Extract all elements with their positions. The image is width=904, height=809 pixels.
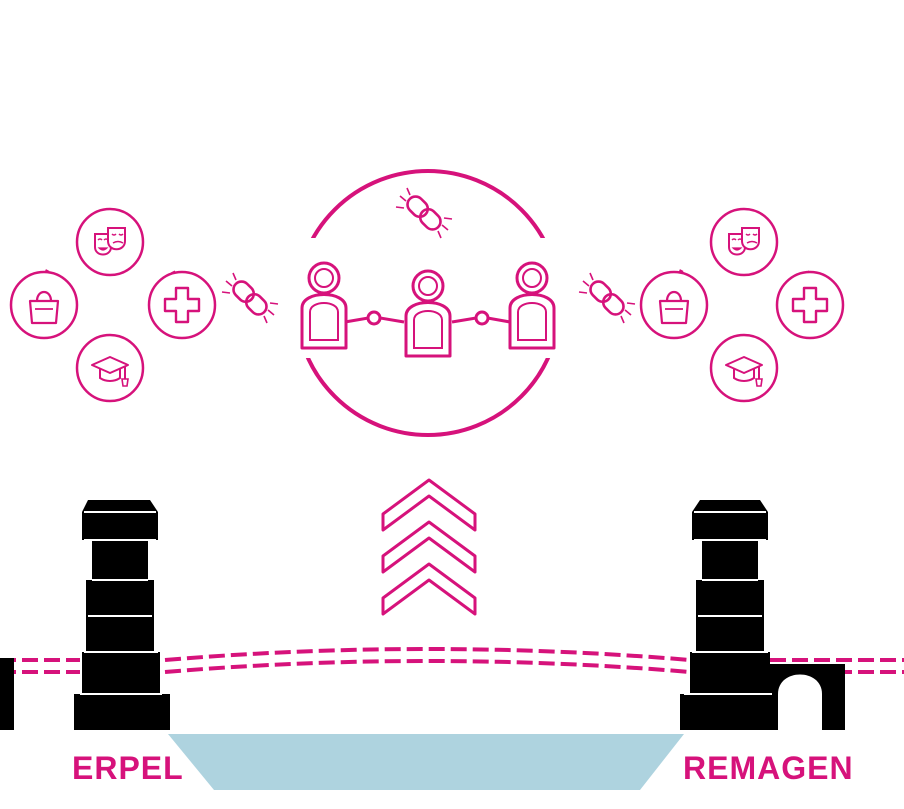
person-center-icon xyxy=(404,269,452,358)
right-bridge-tower xyxy=(680,500,845,730)
river xyxy=(168,734,684,790)
health-cross-icon xyxy=(775,270,845,340)
right-service-cluster xyxy=(639,207,845,403)
right-chain-link-icon xyxy=(577,271,637,325)
shopping-bag-icon xyxy=(9,270,79,340)
graduation-cap-icon xyxy=(75,333,145,403)
left-town-label: ERPEL xyxy=(72,750,184,786)
left-bridge-tower xyxy=(0,500,170,730)
top-chain-link-icon xyxy=(394,186,454,240)
graduation-cap-icon xyxy=(709,333,779,403)
person-left-icon xyxy=(300,261,348,350)
person-right-icon xyxy=(508,261,556,350)
left-chain-link-icon xyxy=(220,271,280,325)
shopping-bag-icon xyxy=(639,270,709,340)
theater-masks-icon xyxy=(709,207,779,277)
theater-masks-icon xyxy=(75,207,145,277)
health-cross-icon xyxy=(147,270,217,340)
community-circle xyxy=(290,169,566,437)
right-town-label: REMAGEN xyxy=(683,750,854,786)
left-service-cluster xyxy=(9,207,217,403)
chevrons-up-icon xyxy=(381,478,477,616)
